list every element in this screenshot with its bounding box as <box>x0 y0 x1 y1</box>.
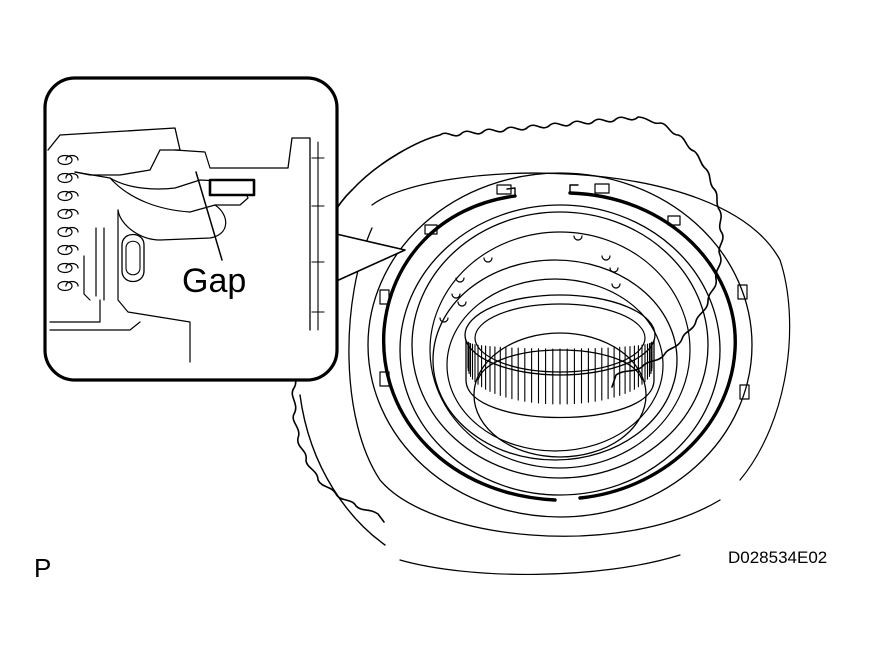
drum-oil-hole <box>455 277 465 283</box>
drum-rim-inner <box>446 278 664 452</box>
ring-tab <box>737 284 748 300</box>
ring-tab <box>496 184 512 195</box>
ring-tab <box>667 215 681 226</box>
oring-inner <box>125 240 141 276</box>
snap-ring-end-left <box>506 187 516 197</box>
housing-wavy-rim <box>351 116 724 388</box>
callout-leader <box>331 232 406 284</box>
ring-inner-1 <box>399 204 721 496</box>
ring-tab <box>379 289 390 305</box>
housing-inner-arc-1 <box>371 172 781 261</box>
retainer-arm <box>117 209 191 363</box>
drum-oil-hole <box>611 283 621 289</box>
drum-oil-hole <box>601 255 611 261</box>
ring-inner-3 <box>429 231 691 469</box>
ring-inner-2 <box>411 211 709 479</box>
housing <box>291 116 791 576</box>
drum-oil-hole <box>609 267 619 273</box>
snap-ring-assembly <box>367 172 753 518</box>
ring-tab <box>594 183 610 194</box>
housing-bottom-line <box>399 554 681 576</box>
detail-frame <box>43 76 339 382</box>
ring-tab <box>739 384 750 400</box>
ring-tab <box>424 224 438 235</box>
drum-oil-hole <box>573 235 583 241</box>
drum-wall-outer <box>311 141 325 331</box>
drum-wall <box>239 137 311 331</box>
oring <box>121 233 145 283</box>
bore-opening <box>473 332 647 458</box>
drum-oil-hole <box>483 257 493 263</box>
shaft-wall-left <box>49 227 105 323</box>
upper-step <box>174 149 241 169</box>
needle-bearing <box>464 294 656 458</box>
snap-ring-end-right <box>569 184 579 194</box>
drum-oil-hole <box>439 317 449 323</box>
snap-ring-left <box>382 194 557 502</box>
drum-oil-hole <box>451 293 461 299</box>
figure-code: D028534E02 <box>728 548 827 567</box>
bearing-hatch-lines <box>467 341 653 405</box>
drum-rim-outer <box>432 259 678 461</box>
detail-box <box>43 76 339 382</box>
gap-leader-line <box>195 171 223 261</box>
drum <box>432 235 678 461</box>
piston-lower <box>109 177 227 241</box>
view-marker: P <box>34 553 51 583</box>
snap-ring-right <box>568 191 737 500</box>
bearing-side <box>465 339 655 419</box>
housing-inner-arc-3 <box>739 259 791 481</box>
bore-inner-arc <box>477 349 643 381</box>
housing-lower-curve <box>299 394 386 546</box>
base-line <box>49 321 141 331</box>
housing-inner-arc-2 <box>348 227 721 537</box>
ring-tab <box>379 371 390 387</box>
spring-coils <box>57 154 79 292</box>
ring-outer-1 <box>367 172 753 518</box>
drum-oil-hole <box>457 301 467 307</box>
gap-marker <box>208 178 256 197</box>
piston-profile <box>47 127 181 176</box>
gap-label: Gap <box>182 262 246 300</box>
